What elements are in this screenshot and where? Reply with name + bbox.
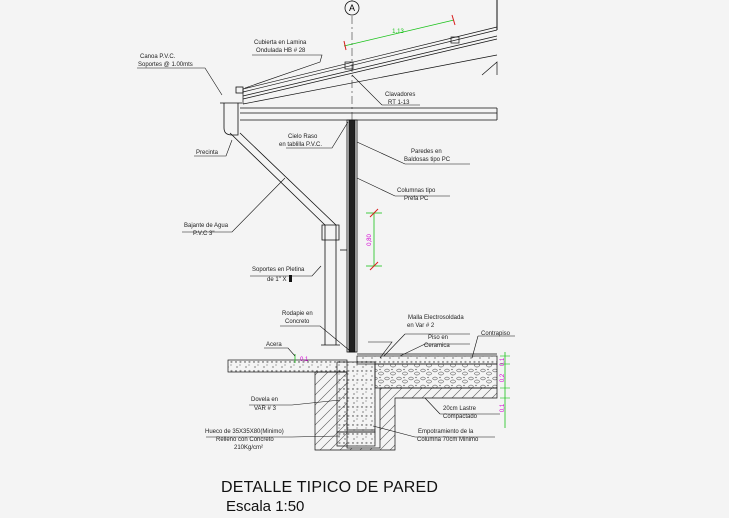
- floor-dimension-right-2: 0,2: [500, 373, 506, 382]
- floor-dimension-left: 0,1: [300, 357, 309, 363]
- downpipe: [229, 132, 340, 346]
- foundation: [314, 361, 498, 451]
- label-empotramiento-2: Columna 70cm Minimo: [417, 437, 479, 443]
- labels: Canoa P.V.C. Soportes @ 1.00mts Cubierta…: [138, 40, 511, 451]
- label-canoa-2: Soportes @ 1.00mts: [138, 62, 193, 68]
- label-clavadores-2: RT 1-13: [388, 100, 410, 106]
- label-paredes-2: Baldosas tipo PC: [404, 157, 451, 163]
- label-canoa-1: Canoa P.V.C.: [140, 54, 176, 60]
- label-piso-1: Piso en: [428, 335, 448, 341]
- ceiling-beam: [240, 107, 498, 121]
- dimensions: 1,13 0,80 0,1 0,1 0,2 0,1: [294, 14, 510, 428]
- label-bajante-2: P.V.C 3": [193, 231, 214, 237]
- label-dovela-1: Dovela en: [251, 397, 278, 403]
- label-contrapiso: Contrapiso: [481, 331, 511, 337]
- leaders: [137, 54, 515, 438]
- label-clavadores-1: Clavadores: [385, 92, 415, 98]
- label-malla-1: Malla Electrosoldada: [408, 315, 464, 321]
- label-columnas-1: Columnas tipo: [397, 188, 436, 194]
- label-dovela-2: VAR # 3: [254, 406, 277, 412]
- label-hueco-2: Relleno con Concreto: [216, 437, 274, 443]
- floor-dimension-right-3: 0,1: [500, 403, 506, 412]
- axis-marker-letter: A: [349, 3, 355, 13]
- label-lastre-2: Compactado: [443, 414, 478, 420]
- label-soportes-1: Soportes en Pletina: [252, 267, 305, 273]
- floor-dimension-right-1: 0,1: [500, 357, 506, 366]
- label-rodapie-2: Concreto: [285, 319, 310, 325]
- label-piso-2: Ceramica: [424, 343, 450, 349]
- label-hueco-1: Hueco de 35X35X80(Minimo): [205, 429, 284, 435]
- label-malla-2: en Var # 2: [407, 323, 435, 329]
- floor: [227, 353, 498, 389]
- label-bajante-1: Bajante de Agua: [184, 223, 229, 229]
- label-lastre-1: 20cm Lastre: [443, 406, 477, 412]
- label-acera: Acera: [266, 342, 282, 348]
- label-cubierta-2: Ondulada HB # 28: [256, 48, 306, 54]
- drawing-title: DETALLE TIPICO DE PARED: [221, 479, 439, 496]
- label-cubierta-1: Cubierta en Lamina: [254, 40, 307, 46]
- label-cielo-1: Cielo Raso: [288, 134, 318, 140]
- pletina-symbol: [289, 275, 292, 282]
- drawing-scale: Escala 1:50: [226, 498, 305, 515]
- gutter: [220, 86, 244, 136]
- label-columnas-2: Prefa PC: [404, 196, 429, 202]
- roof-dimension: 1,13: [392, 29, 404, 35]
- label-precinta: Precinta: [196, 150, 219, 156]
- roof: [242, 0, 498, 105]
- label-paredes-1: Paredes en: [411, 149, 442, 155]
- label-soportes-2: de 1" X: [267, 277, 286, 283]
- label-rodapie-1: Rodapie en: [282, 311, 313, 317]
- column-dimension: 0,80: [367, 234, 373, 246]
- column: [340, 119, 358, 353]
- label-empotramiento-1: Empotramiento de la: [418, 429, 474, 435]
- label-cielo-2: en tablilla P.V.C.: [279, 142, 322, 148]
- label-hueco-3: 210Kg/cm²: [234, 445, 263, 451]
